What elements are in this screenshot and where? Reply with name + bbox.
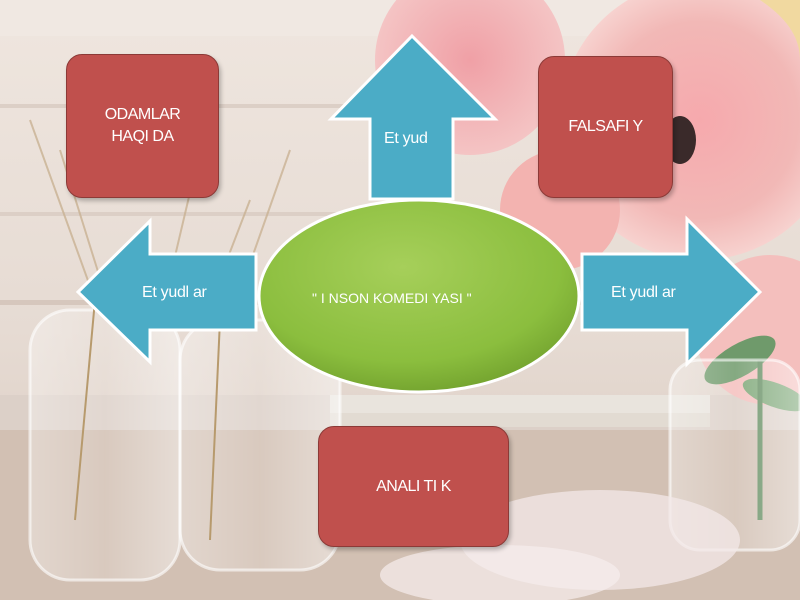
box-label: ANALI TI K — [376, 477, 451, 495]
arrow-up — [327, 33, 499, 201]
box-label: FALSAFI Y — [568, 118, 643, 135]
box-label: ODAMLAR HAQI DA — [104, 106, 181, 145]
box-falsafiy: FALSAFI Y — [538, 56, 673, 198]
arrow-up-label: Et yud — [384, 130, 428, 147]
arrow-left — [75, 217, 258, 366]
center-ellipse — [257, 198, 581, 394]
arrow-right — [580, 215, 763, 368]
box-odamlar-haqida: ODAMLAR HAQI DA — [66, 54, 219, 198]
center-title: " I NSON KOMEDI YASI " — [312, 290, 472, 306]
arrow-right-label: Et yudl ar — [611, 284, 676, 301]
box-analitik: ANALI TI K — [318, 426, 509, 547]
arrow-left-label: Et yudl ar — [142, 284, 207, 301]
